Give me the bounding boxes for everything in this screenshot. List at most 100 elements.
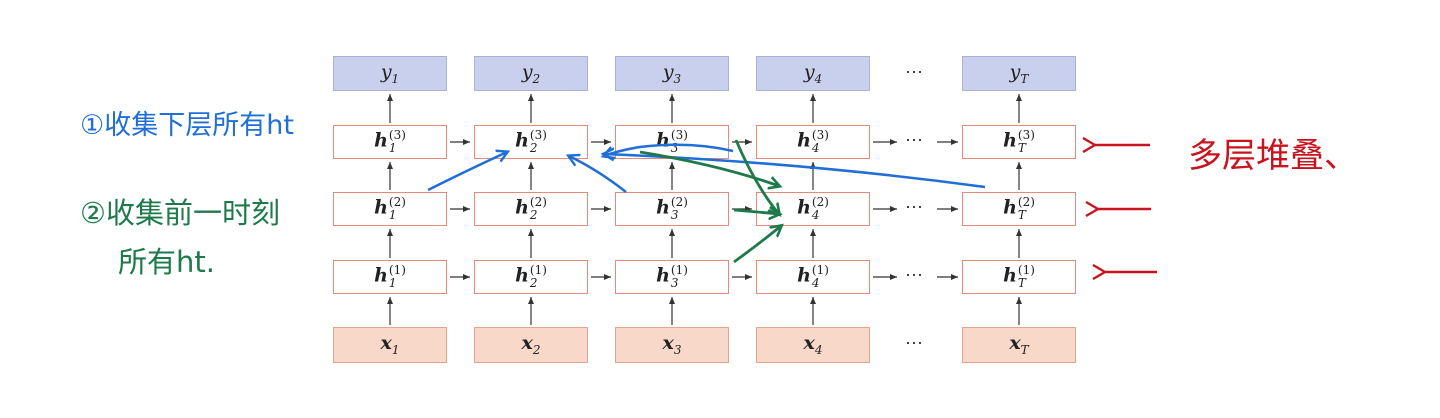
hidden-box-h1-layer2: h(2)1 <box>333 192 447 226</box>
sub-sup-stack: (2)T <box>1018 196 1035 221</box>
time-subscript: 2 <box>529 208 538 222</box>
input-box-x3: x3 <box>615 327 729 363</box>
hidden-box-h5-layer1: h(1)T <box>962 260 1076 294</box>
sub-sup-stack: (2)3 <box>671 196 688 221</box>
sub-sup-stack: (1)3 <box>671 264 688 289</box>
hidden-label: h(2)T <box>1003 196 1035 221</box>
layer-superscript: (1) <box>388 263 406 278</box>
time-subscript: 1 <box>388 276 397 290</box>
time-subscript: 2 <box>532 342 541 357</box>
hidden-label: h(1)4 <box>797 264 829 289</box>
sub-sup-stack: (3)3 <box>671 129 688 154</box>
time-subscript: 2 <box>529 276 538 290</box>
input-symbol: x <box>380 332 392 355</box>
sub-sup-stack: (1)4 <box>812 264 829 289</box>
output-box-y1: y1 <box>333 56 447 91</box>
green-arrow-from-h3-1 <box>733 226 781 264</box>
input-label: x3 <box>663 334 682 356</box>
blue-arrow-from-h1-2 <box>427 152 507 192</box>
time-subscript: T <box>1020 342 1029 357</box>
blue-arrow-from-h3-2 <box>569 156 627 194</box>
blue-note: ①收集下层所有ht <box>80 110 294 141</box>
hidden-box-h3-layer2: h(2)3 <box>615 192 729 226</box>
hidden-label: h(2)3 <box>656 196 688 221</box>
hidden-symbol: h <box>1003 265 1017 287</box>
green-note-line1: ②收集前一时刻 <box>80 196 280 230</box>
hidden-box-h4-layer1: h(1)4 <box>756 260 870 294</box>
layer-superscript: (3) <box>529 128 547 143</box>
hidden-box-h1-layer3: h(3)1 <box>333 125 447 159</box>
input-symbol: x <box>662 332 674 355</box>
time-subscript: 4 <box>811 276 820 290</box>
output-label: y4 <box>804 62 823 86</box>
sub-sup-stack: (3)4 <box>812 129 829 154</box>
time-subscript: 3 <box>670 276 679 290</box>
hidden-label: h(2)1 <box>374 196 406 221</box>
output-box-y2: y2 <box>474 56 588 91</box>
hidden-label: h(1)T <box>1003 264 1035 289</box>
hidden-box-h2-layer3: h(3)2 <box>474 125 588 159</box>
time-subscript: 4 <box>811 208 820 222</box>
hidden-symbol: h <box>797 130 811 152</box>
time-subscript: 1 <box>391 342 400 357</box>
layer-superscript: (1) <box>670 263 688 278</box>
green-arrow-from-h3-3 <box>734 139 779 214</box>
green-arrow-from-h3-3b <box>639 150 779 186</box>
hidden-symbol: h <box>1003 197 1017 219</box>
hidden-box-h5-layer2: h(2)T <box>962 192 1076 226</box>
red-note: 多层堆叠、 <box>1188 136 1358 176</box>
time-subscript: 2 <box>532 71 541 86</box>
output-box-y5: yT <box>962 56 1076 91</box>
hidden-box-h4-layer3: h(3)4 <box>756 125 870 159</box>
layer-superscript: (3) <box>811 128 829 143</box>
layer-superscript: (3) <box>388 128 406 143</box>
hidden-symbol: h <box>515 265 529 287</box>
input-symbol: x <box>803 332 815 355</box>
time-subscript: T <box>1020 71 1029 86</box>
hidden-box-h5-layer3: h(3)T <box>962 125 1076 159</box>
hidden-symbol: h <box>656 265 670 287</box>
sub-sup-stack: (1)T <box>1018 264 1035 289</box>
output-label: yT <box>1009 60 1029 86</box>
time-subscript: 3 <box>670 141 679 155</box>
hidden-label: h(1)2 <box>515 264 547 289</box>
hidden-symbol: h <box>515 197 529 219</box>
hidden-label: h(2)2 <box>515 196 547 221</box>
time-subscript: 4 <box>814 71 823 86</box>
sub-sup-stack: (3)T <box>1018 129 1035 154</box>
output-symbol: y <box>521 60 533 83</box>
blue-arrow-from-h4-2 <box>604 143 734 156</box>
hidden-label: h(1)1 <box>374 264 406 289</box>
output-box-y4: y4 <box>756 56 870 91</box>
output-symbol: y <box>380 60 392 83</box>
input-box-x1: x1 <box>333 327 447 363</box>
output-label: y3 <box>662 60 682 86</box>
sub-sup-stack: (1)2 <box>530 264 547 289</box>
input-label: x1 <box>381 334 400 356</box>
sub-sup-stack: (3)2 <box>530 129 547 154</box>
time-subscript: 1 <box>388 141 397 155</box>
sub-sup-stack: (1)1 <box>389 264 406 289</box>
hidden-symbol: h <box>656 197 670 219</box>
time-subscript: 3 <box>673 71 682 86</box>
input-label: x4 <box>804 334 823 356</box>
time-subscript: 3 <box>670 208 679 222</box>
output-label: y2 <box>521 60 541 86</box>
layer-superscript: (1) <box>811 263 829 278</box>
hidden-box-h2-layer1: h(1)2 <box>474 260 588 294</box>
ellipsis: ⋯ <box>905 130 924 151</box>
input-label: x2 <box>522 334 541 356</box>
layer-superscript: (1) <box>1017 263 1035 278</box>
output-symbol: y <box>662 60 674 83</box>
time-subscript: 4 <box>811 141 820 155</box>
hidden-label: h(3)T <box>1003 129 1035 154</box>
hidden-symbol: h <box>374 265 388 287</box>
layer-superscript: (2) <box>529 195 547 210</box>
time-subscript: 4 <box>814 342 823 357</box>
hidden-symbol: h <box>374 197 388 219</box>
output-symbol: y <box>1009 60 1021 83</box>
sub-sup-stack: (2)1 <box>389 196 406 221</box>
sub-sup-stack: (3)1 <box>389 129 406 154</box>
